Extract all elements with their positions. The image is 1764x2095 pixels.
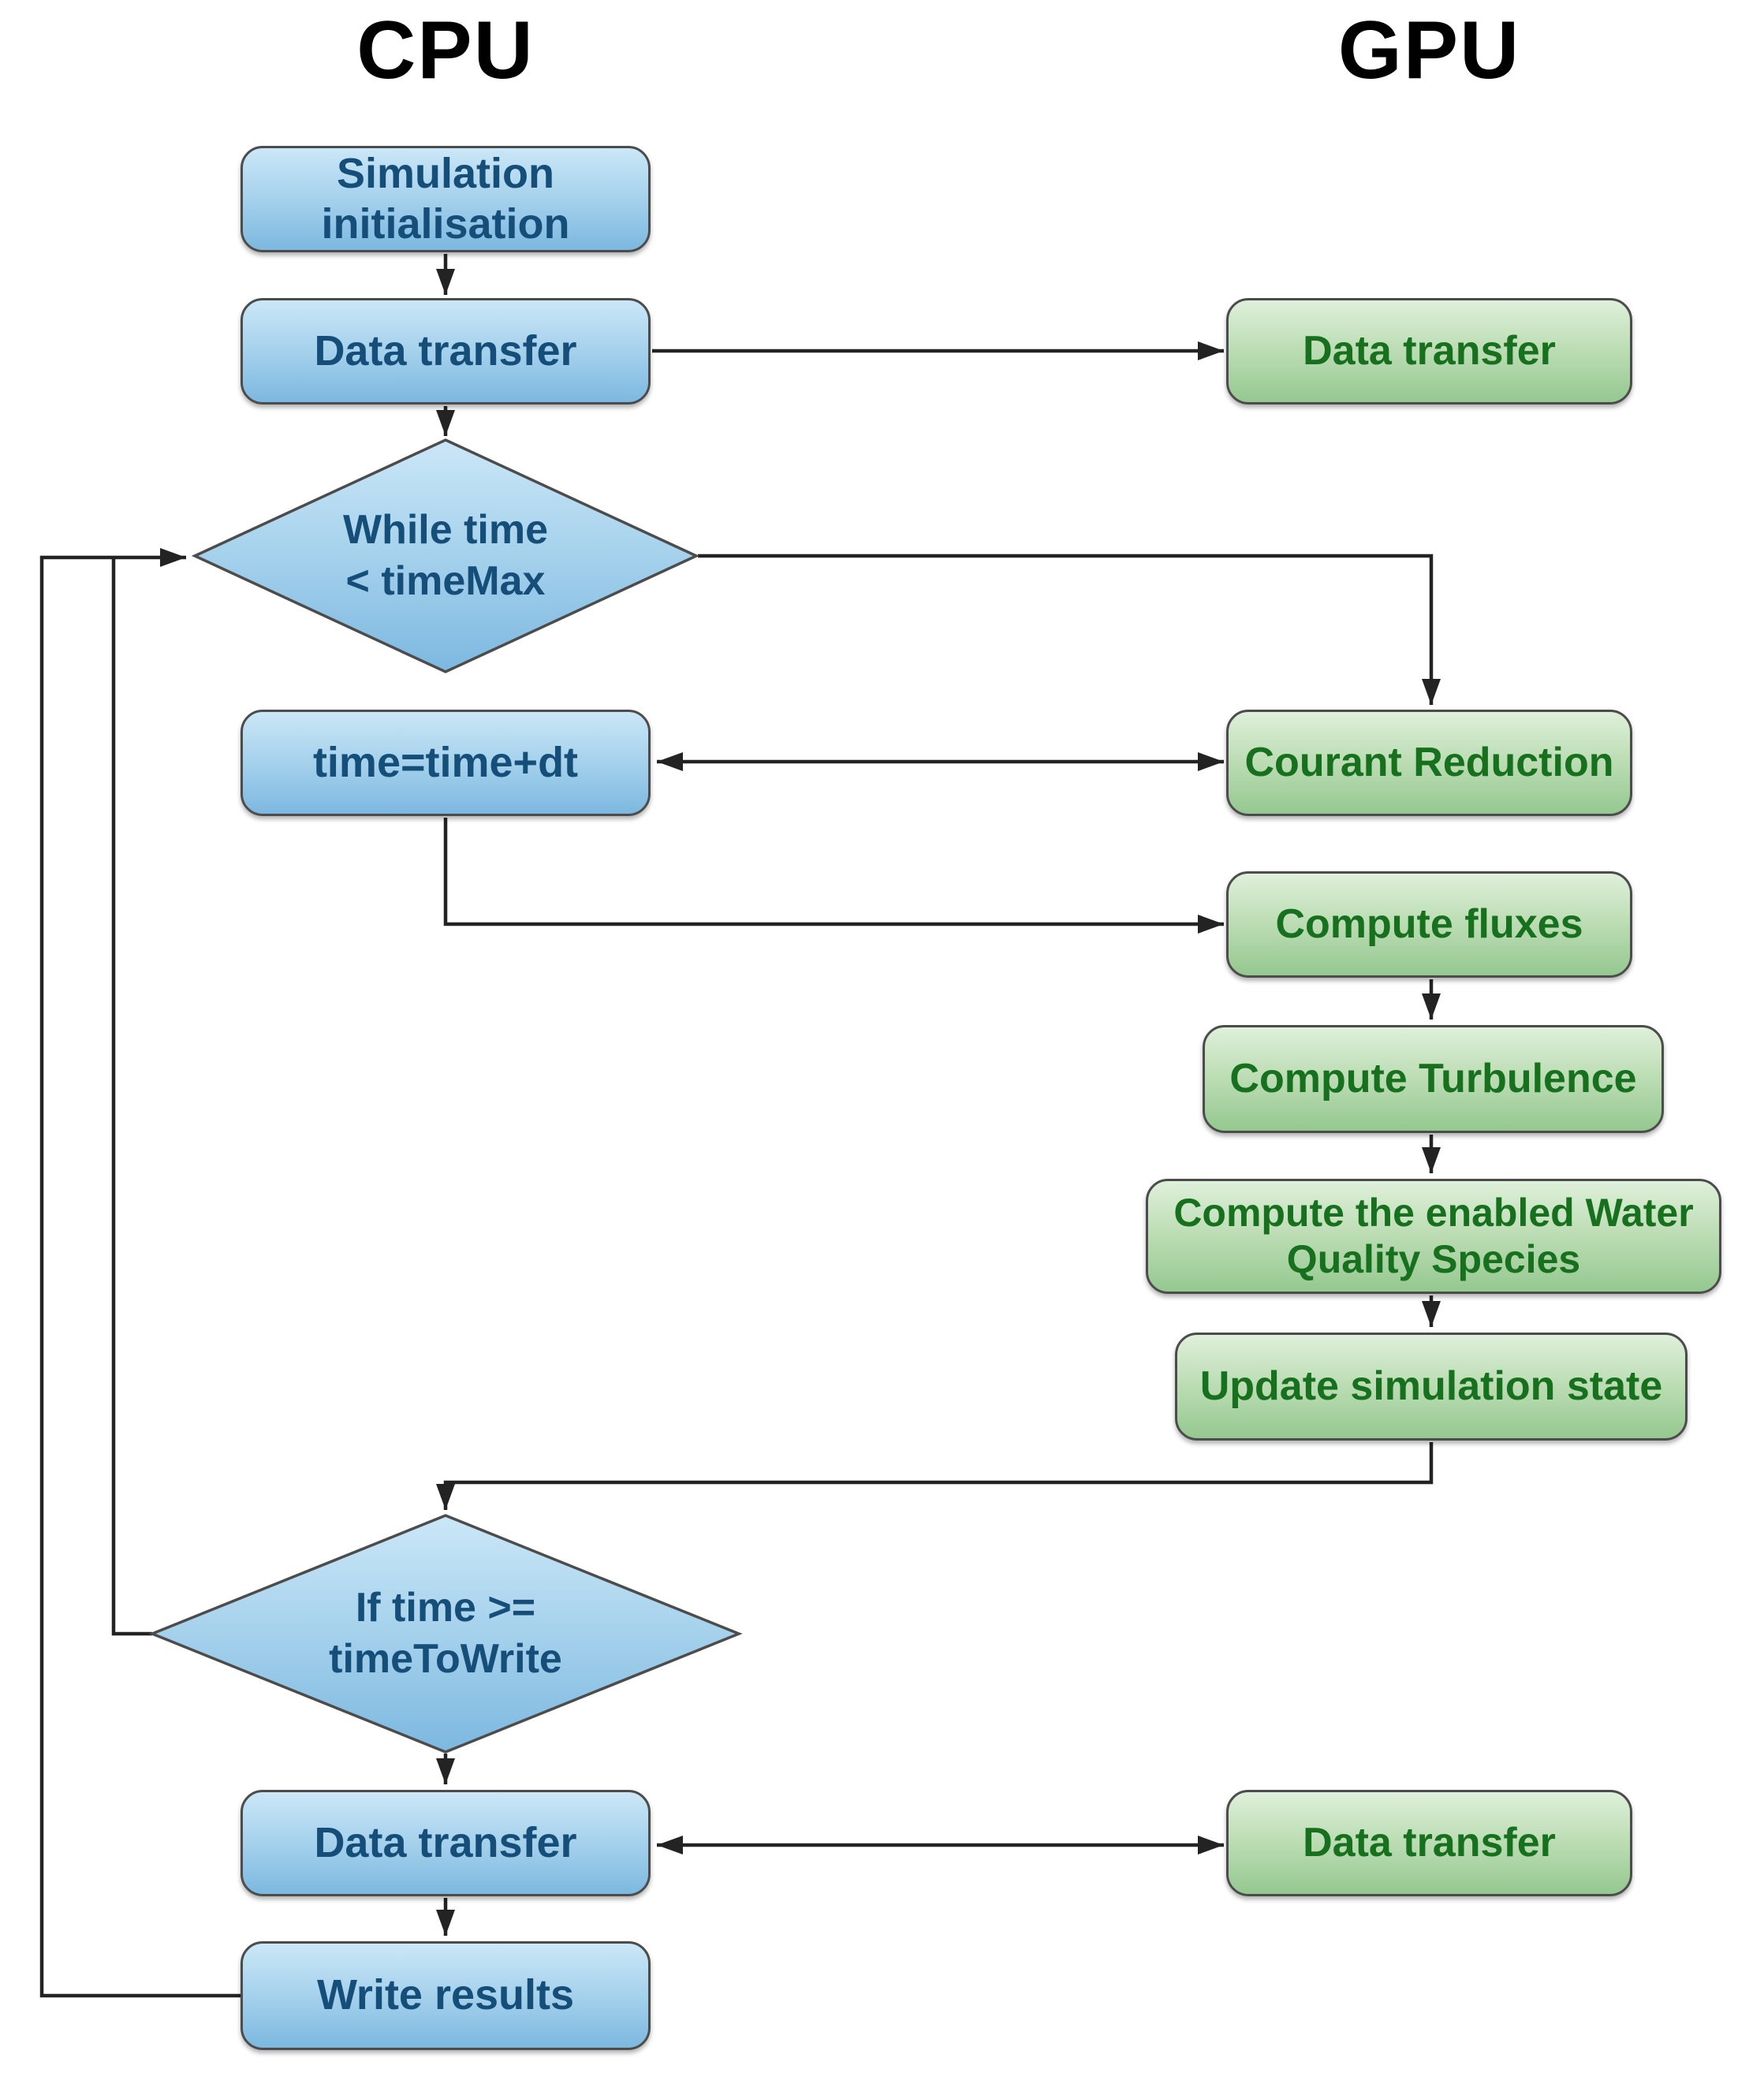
node-gpu-data-transfer-top: Data transfer	[1226, 298, 1632, 404]
node-label: initialisation	[321, 199, 570, 248]
node-time-update: time=time+dt	[241, 710, 651, 816]
edge-write-results-to-while-loopback	[39, 548, 241, 1998]
edge-updatestate-to-if-diamond	[436, 1442, 1434, 1510]
node-gpu-data-transfer-bottom: Data transfer	[1226, 1790, 1632, 1896]
node-label: Compute the enabled Water	[1173, 1191, 1694, 1235]
node-if-diamond-label: If time >= timeToWrite	[272, 1563, 619, 1705]
node-label: Update simulation state	[1199, 1362, 1663, 1409]
node-label: Data transfer	[314, 1818, 577, 1866]
while-diamond-shape	[191, 438, 700, 673]
node-label: Write results	[316, 1971, 575, 2019]
node-label: Simulation	[336, 149, 554, 197]
cpu-column-title: CPU	[356, 5, 535, 96]
node-label: Quality Species	[1286, 1237, 1581, 1281]
edge-timeupdate-to-computefluxes	[443, 818, 1224, 934]
node-label: Data transfer	[1303, 1819, 1556, 1866]
node-label: Courant Reduction	[1244, 739, 1614, 785]
gpu-column-title: GPU	[1337, 5, 1521, 96]
node-water-quality-species: Compute the enabled Water Quality Specie…	[1146, 1179, 1721, 1294]
node-cpu-data-transfer-top: Data transfer	[241, 298, 651, 404]
node-label: timeToWrite	[329, 1636, 562, 1682]
node-compute-turbulence: Compute Turbulence	[1203, 1025, 1664, 1133]
node-label: If time >=	[355, 1585, 536, 1631]
node-cpu-data-transfer-bottom: Data transfer	[241, 1790, 651, 1896]
node-label: While time	[342, 507, 549, 553]
node-update-simulation-state: Update simulation state	[1175, 1333, 1688, 1441]
edge-if-diamond-to-while-loopback	[111, 557, 152, 1636]
node-courant-reduction: Courant Reduction	[1226, 710, 1632, 816]
node-label: time=time+dt	[312, 738, 579, 786]
node-while-diamond-label: While time < timeMax	[272, 485, 619, 627]
if-diamond-shape	[148, 1514, 743, 1754]
node-label: Data transfer	[314, 326, 577, 375]
node-compute-fluxes: Compute fluxes	[1226, 871, 1632, 978]
edge-while-diamond-to-courant	[698, 554, 1441, 705]
node-label: Compute Turbulence	[1229, 1055, 1637, 1102]
node-simulation-initialisation: Simulation initialisation	[241, 146, 651, 252]
node-label: < timeMax	[345, 558, 546, 604]
node-write-results: Write results	[241, 1941, 651, 2050]
node-label: Data transfer	[1303, 327, 1556, 374]
node-label: Compute fluxes	[1275, 900, 1583, 947]
